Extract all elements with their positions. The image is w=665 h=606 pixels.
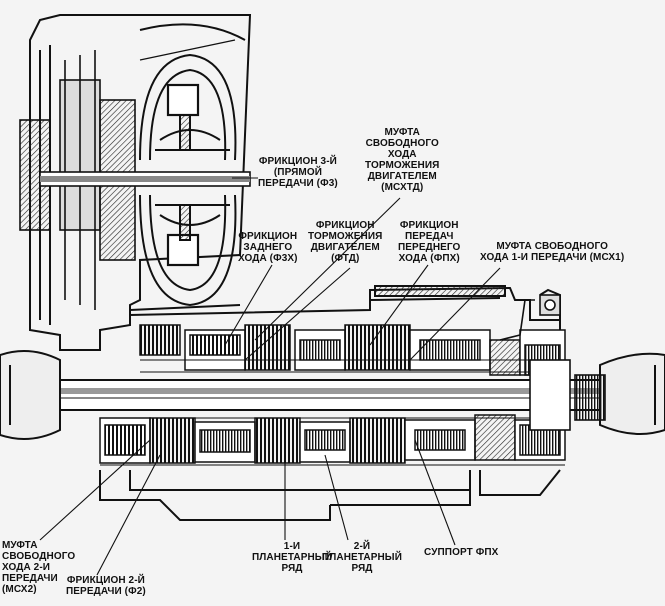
upper-clutch-packs: [139, 324, 566, 376]
shaft-end-caps: [0, 350, 665, 440]
converter-shaft: [39, 171, 251, 187]
callout-leader-lines: [39, 177, 501, 576]
torque-converter-lower: [139, 194, 237, 307]
output-gear-assembly: [499, 294, 606, 431]
gearbox-case: [99, 285, 561, 521]
lower-clutch-packs: [99, 414, 566, 466]
label-support: СУППОРТ ФПХ: [424, 547, 499, 558]
torque-converter-upper: [139, 39, 237, 161]
